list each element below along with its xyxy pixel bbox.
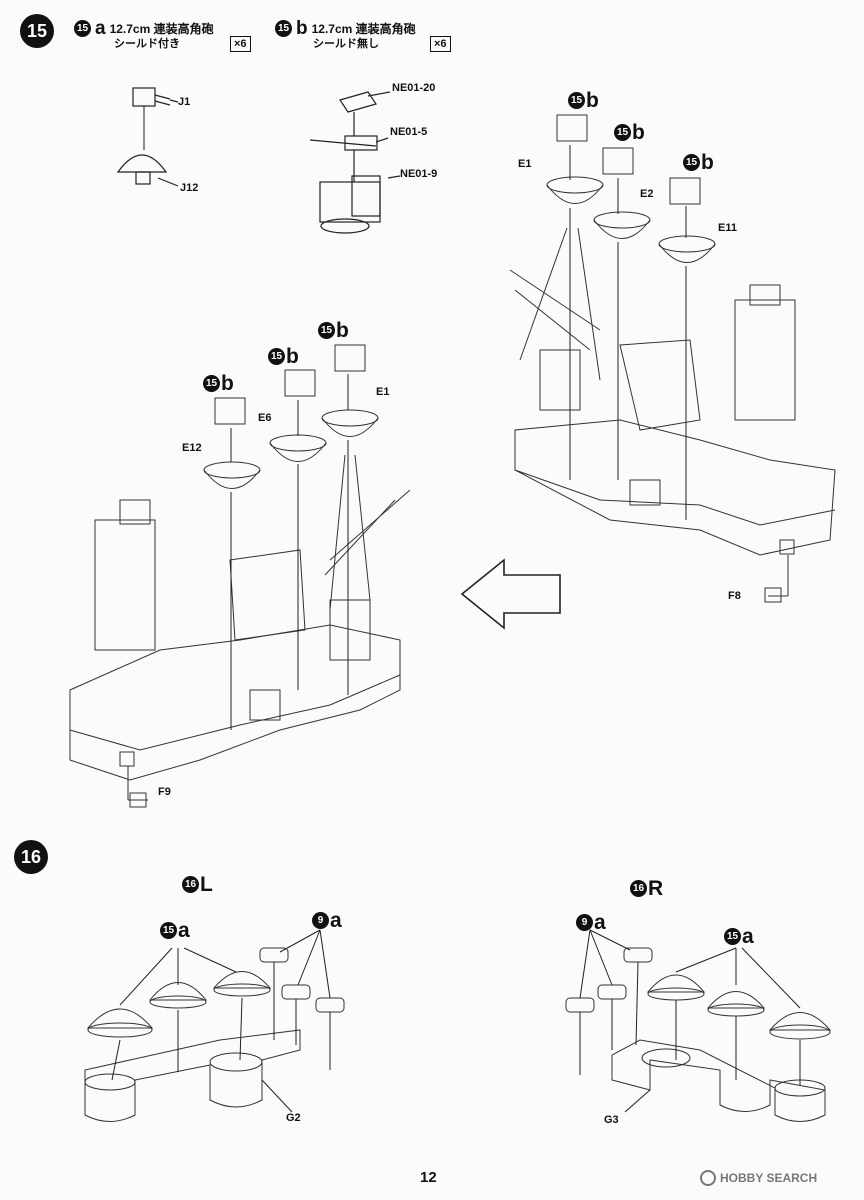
part-label-ne01-20: NE01-20 [392,82,436,94]
variant-b-letter: b [296,17,308,39]
watermark-text: HOBBY SEARCH [720,1171,818,1185]
variant-b-line1: 12.7cm 連装高角砲 [311,21,416,36]
variant-a-line1: 12.7cm 連装高角砲 [109,21,214,36]
part-label-j1: J1 [178,96,191,108]
part-label-e6: E6 [258,412,272,424]
part-label-g3: G3 [604,1114,619,1126]
watermark-logo-icon [700,1170,716,1186]
variant-b-header: 15 b 12.7cm 連装高角砲 シールド無し [275,17,416,51]
page-number: 12 [420,1169,437,1186]
step-16-badge: 16 [14,840,48,874]
variant-b-line2: シールド無し [313,38,379,50]
part-label-f8: F8 [728,590,741,602]
part-label-f9: F9 [158,786,171,798]
part-label-j12: J12 [180,182,199,194]
variant-a-letter: a [95,17,106,39]
watermark: HOBBY SEARCH [700,1170,817,1186]
variant-a-line2: シールド付き [114,38,180,50]
part-label-e11: E11 [718,222,737,234]
variant-a-qty: ×6 [230,36,251,52]
variant-b-ref-num: 15 [275,20,292,37]
part-label-e1-left: E1 [376,386,390,398]
part-label-ne01-5: NE01-5 [390,126,428,138]
variant-a-ref-num: 15 [74,20,91,37]
variant-a-header: 15 a 12.7cm 連装高角砲 シールド付き [74,17,214,51]
part-label-g2: G2 [286,1112,301,1124]
variant-b-qty: ×6 [430,36,451,52]
part-label-e1-right: E1 [518,158,532,170]
part-label-e12: E12 [182,442,202,454]
step-15-badge: 15 [20,14,54,48]
part-label-ne01-9: NE01-9 [400,168,438,180]
part-label-e2: E2 [640,188,654,200]
